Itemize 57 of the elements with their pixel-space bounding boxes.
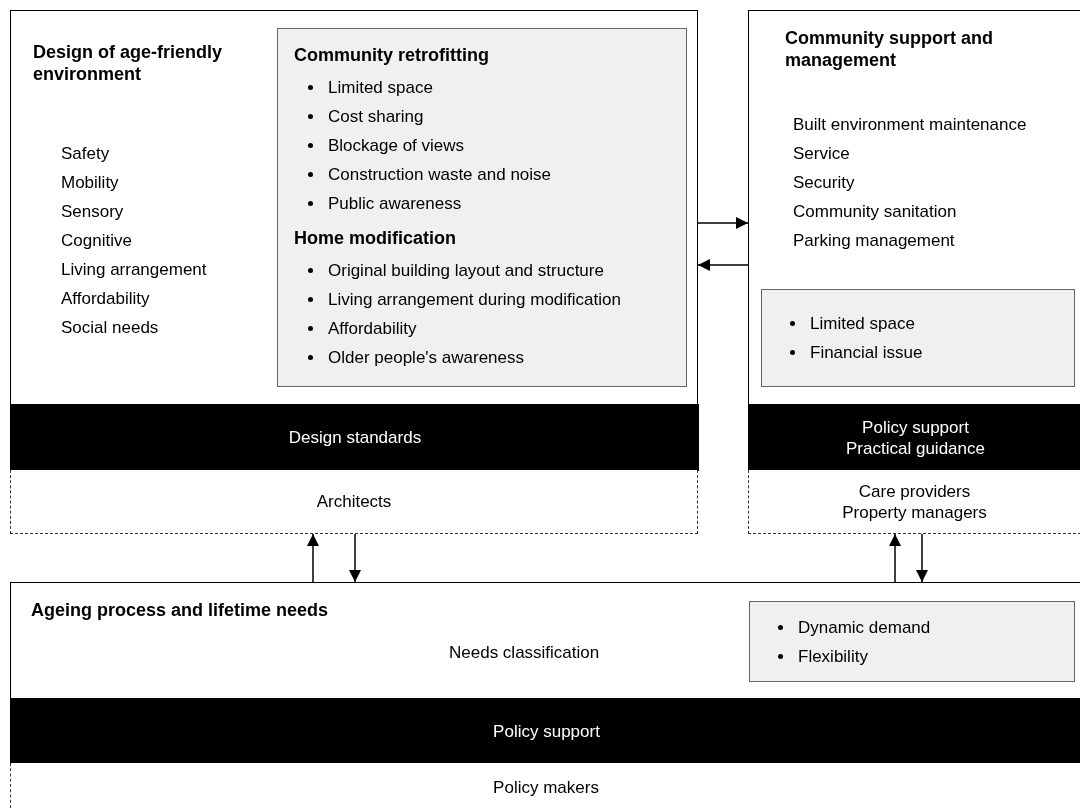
label-text: Policy support	[493, 720, 600, 742]
list-item: Parking management	[793, 230, 956, 252]
bullet-item: Original building layout and structure	[328, 260, 604, 282]
bullet-item: Blockage of views	[328, 135, 465, 157]
list-item: Service	[793, 143, 851, 165]
bullet-item: Affordability	[328, 318, 417, 340]
bullet-item: Construction waste and noise	[328, 164, 552, 186]
note-box	[749, 601, 1075, 682]
label-text: Policy makers	[493, 777, 599, 798]
banner	[749, 404, 1080, 471]
dashed-box	[748, 470, 1080, 534]
bullet-item: Limited space	[328, 77, 433, 99]
list-item: Social needs	[61, 317, 160, 339]
list-item: Mobility	[61, 172, 120, 194]
bullet-item: Flexibility	[798, 645, 868, 668]
arrow	[916, 533, 928, 583]
label-text: Policy support	[862, 416, 969, 438]
arrow	[307, 533, 319, 583]
panel-heading: Community support and management	[785, 27, 994, 71]
list-item: Needs classification	[449, 642, 600, 664]
label-text: Practical guidance	[846, 437, 985, 459]
label-text: Property managers	[842, 501, 987, 523]
panel	[10, 582, 1080, 763]
list-item: Living arrangement	[61, 259, 207, 281]
label-text: Care providers	[858, 480, 971, 502]
dashed-box	[10, 763, 1080, 808]
note-box	[277, 28, 687, 387]
section-heading: Community retrofitting	[294, 44, 490, 67]
list-item: Security	[793, 172, 856, 194]
arrow	[697, 217, 749, 229]
banner	[11, 698, 1080, 764]
label-text: Architects	[316, 491, 392, 512]
bullet-item: Limited space	[810, 313, 915, 335]
bullet-item: Financial issue	[810, 342, 923, 364]
bullet-item: Older people's awareness	[328, 347, 525, 369]
arrow	[889, 533, 901, 583]
list-item: Sensory	[61, 201, 125, 223]
bullet-item: Dynamic demand	[798, 616, 931, 639]
bullet-item: Living arrangement during modification	[328, 289, 621, 311]
list-item: Affordability	[61, 288, 151, 310]
list-item: Cognitive	[61, 230, 133, 252]
dashed-box	[10, 470, 698, 534]
arrow	[349, 533, 361, 583]
panel	[748, 10, 1080, 470]
panel-heading: Ageing process and lifetime needs	[31, 599, 330, 621]
arrow	[697, 259, 749, 271]
bullet-item: Public awareness	[328, 193, 462, 215]
list-item: Community sanitation	[793, 201, 958, 223]
panel-heading: Design of age-friendly environment	[33, 41, 224, 85]
section-heading: Home modification	[294, 227, 457, 250]
list-item: Built environment maintenance	[793, 114, 1027, 136]
banner	[11, 404, 699, 471]
list-item: Safety	[61, 143, 111, 165]
bullet-item: Cost sharing	[328, 106, 424, 128]
note-box	[761, 289, 1075, 387]
panel	[10, 10, 698, 470]
label-text: Design standards	[288, 427, 422, 448]
